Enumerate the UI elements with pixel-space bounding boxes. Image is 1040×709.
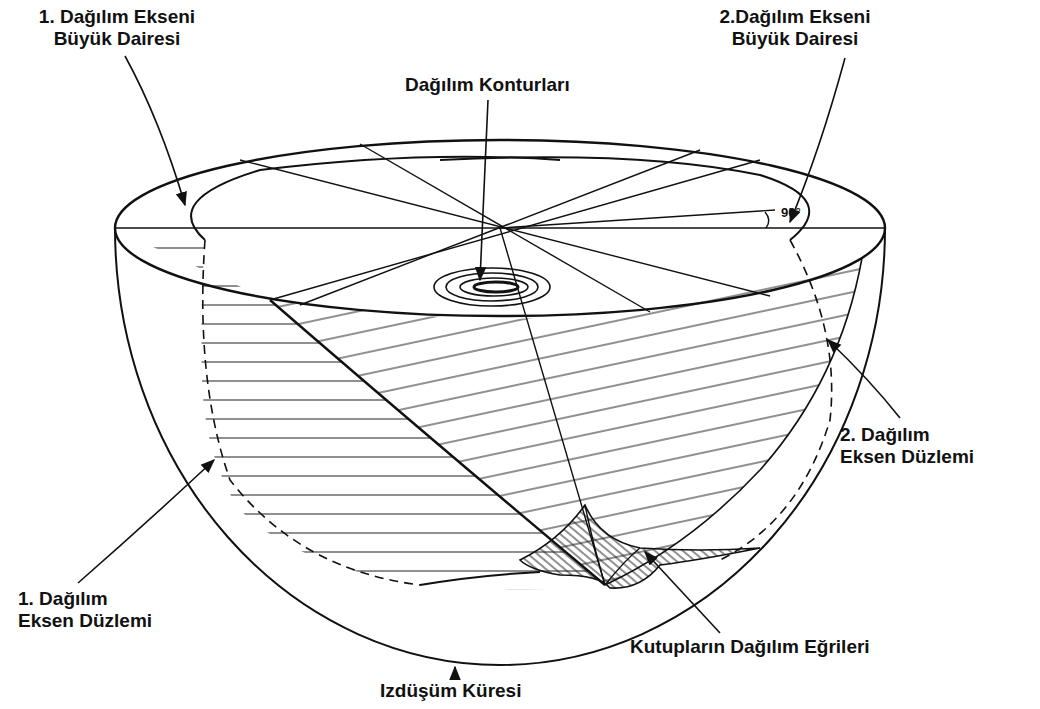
axis-circle-label: 1. Dağılım Ekseni Büyük Dairesi	[22, 6, 212, 50]
pole-curve	[420, 572, 540, 585]
great-circle	[191, 157, 560, 240]
plane-edge	[270, 300, 605, 585]
pole-curve	[605, 548, 640, 585]
dashed-plane	[203, 240, 420, 585]
sphere-label: Izdüşüm Küresi	[380, 680, 521, 702]
axis-circle-label: 2.Dağılım Ekseni Büyük Dairesi	[700, 6, 890, 50]
leader-lines	[78, 56, 900, 676]
contour-label: Dağılım Konturları	[405, 74, 570, 96]
plane-label: 1. Dağılım Eksen Düzlemi	[18, 588, 168, 632]
angle-label: 90°	[781, 206, 801, 221]
angle-arc	[765, 212, 769, 228]
great-circle	[440, 157, 809, 240]
plane-edge	[605, 258, 862, 585]
pole-curve-label: Kutupların Dağılım Eğrileri	[630, 636, 870, 658]
dashed-plane	[720, 240, 832, 560]
contours	[434, 268, 550, 306]
plane-label: 2. Dağılım Eksen Düzlemi	[840, 424, 990, 468]
plane-edge	[500, 228, 605, 585]
sphere-outline	[115, 228, 885, 665]
pole-curves	[520, 505, 760, 588]
